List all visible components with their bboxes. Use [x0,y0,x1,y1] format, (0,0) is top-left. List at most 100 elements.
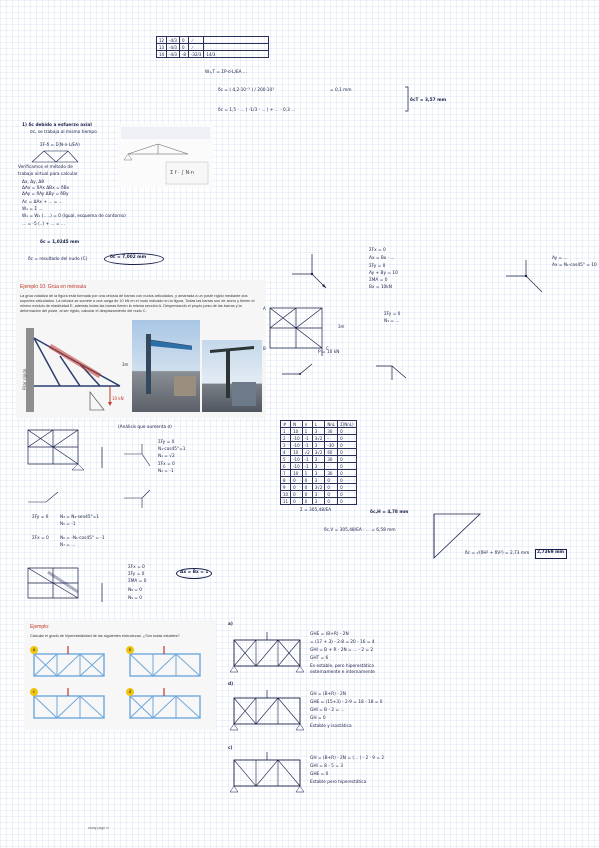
table-cell: -10 [290,441,303,449]
table-cell: 0 [301,497,313,505]
table-cell [203,36,270,44]
solution-line: GHI = B + R - 2N = ... - 2 = 2 [310,648,374,653]
note-line: σc, se trabaja al mismo tiempo [30,130,97,135]
note-line: ΣF·δ = Σ(N·n·L/EA) [40,143,80,148]
table-cell: 10 [290,427,303,435]
solution-line: = (17 + 3) - 2·8 = 20 - 16 = 4 [310,640,375,645]
table-cell: 2 [279,434,292,442]
note-heading: 1) δc debido a esfuerzo axial [22,123,92,128]
crane-photo-2 [202,340,262,412]
example-body: La grúa voladiza de la figura está forma… [20,294,255,313]
label-badge: a [30,646,38,654]
solution-line: GHE = 0 [310,772,329,777]
table-cell: 0 [290,490,303,498]
table-cell: √2 [301,448,313,456]
result-vertical: δc,V = 305,48/EA · ... = 6,58 mm [324,528,396,533]
solution-line: GHE = (B+R) - 2N [310,632,349,637]
fbd-text: Ay + By = 10 [369,271,398,276]
svg-text:Σ f · ∫ N·n: Σ f · ∫ N·n [170,170,194,176]
table-cell: 1 [301,469,313,477]
table-cell: 0 [337,476,357,484]
table-cell: 5 [279,455,292,463]
table-cell [203,43,270,51]
note-line: N₁ = √2 [158,454,175,459]
note-line: N₂ = -1 [158,469,174,474]
table-cell: 0 [337,490,357,498]
crane-photo-1 [132,320,200,412]
table-cell: 0 [178,36,189,44]
solution-label: d) [228,682,234,687]
example-body: Calcular el grado de hiperestaticidad de… [30,634,180,638]
load-note: P = 10 kN [318,350,340,355]
solution-line: GH = (B+R) - 2N [310,692,347,697]
page-footer: study page x/ [88,826,109,830]
crane-photo-1-drawing [146,334,196,396]
table-cell: 0 [337,448,357,456]
note-line: trabajo virtual para calcular [18,172,78,177]
label-badge: c [30,688,38,696]
table-cell: 3 [311,476,326,484]
structure-d [129,688,201,719]
top-member-table: 12 -4/3 0 ⟋ 13 -4/3 0 ⟋ 14 -4/3 -8 -32/3… [155,36,270,58]
displacement-vector-diagram [433,513,481,559]
note-line: N₉ = 0 [128,596,143,601]
analysis-heading: (Análisis que aumenta σ) [118,425,172,430]
solution-line: GHI = B - 2 = ... [310,708,345,713]
note-line: δc = resultado del nudo (C) [28,257,88,262]
note-line: δc = 1,5 · ... ( -1/3 · ... ) + ... · 0,… [218,108,296,113]
fbd-text: ΣMA = 0 [369,278,388,283]
example-title: Ejemplo 10: Grúa en ménsula [20,284,87,290]
note-line: Verificamos el método de [18,165,73,170]
table-cell: 0 [290,476,303,484]
table-cell: -1 [301,455,313,463]
table-cell: 0 [337,441,357,449]
snippet-diagram: Σ f · ∫ N·n [121,127,210,185]
table-cell: 0 [337,455,357,463]
note-line: N₈ = 0 [128,588,143,593]
dimension-label: 3m [338,324,345,329]
table-cell: -8 [178,50,189,58]
boxed-result: Ax = Bx = 1 [180,570,209,575]
example-hyperstatic-card: Ejemplo: Calcular el grado de hiperestat… [24,620,216,730]
node-label: C [326,346,329,351]
table-cell: 0 [324,483,339,491]
table-cell: 0 [337,469,357,477]
structure-b [129,646,201,677]
example-10-card: Ejemplo 10: Grúa en ménsula La grúa vola… [16,280,266,418]
table-cell: -4/3 [166,36,180,44]
fbd-text: Bx = 10kN [369,285,392,290]
note-line: δc = 1,0245 mm [40,240,80,245]
fbd-text: ΣFx = 0 [369,248,386,253]
crane-truss-diagram: Pilar rígido 3m 10 kN [22,328,129,412]
table-cell: 3 [311,462,326,470]
table-cell: 9 [279,483,292,491]
table-cell: - [324,462,339,470]
note-line: ΣMA = 0 [128,579,147,584]
solution-c-diagram [229,752,305,793]
sum-label: Σ = 305,48/EA [300,508,332,513]
table-cell: 3√2 [311,434,326,442]
table-row: 12 -4/3 0 ⟋ [155,36,270,44]
label-badge: b [126,646,134,654]
table-cell: 0 [337,427,357,435]
note-line: ΣFy = 0 [32,515,49,520]
table-header-row: # N n L NnL Σ(NnL) [279,420,357,428]
dimension-label: 3m [122,362,129,367]
table-cell: 0 [337,497,357,505]
load-label: 10 kN [112,396,124,401]
table-cell: -32/3 [187,50,205,58]
table-cell: 0 [301,476,313,484]
column-header: # [279,420,292,428]
table-cell: 0 [337,462,357,470]
table-cell: -4/3 [166,50,180,58]
note-line: N₇ = ... [60,543,76,548]
table-cell: ⟋ [187,43,205,51]
